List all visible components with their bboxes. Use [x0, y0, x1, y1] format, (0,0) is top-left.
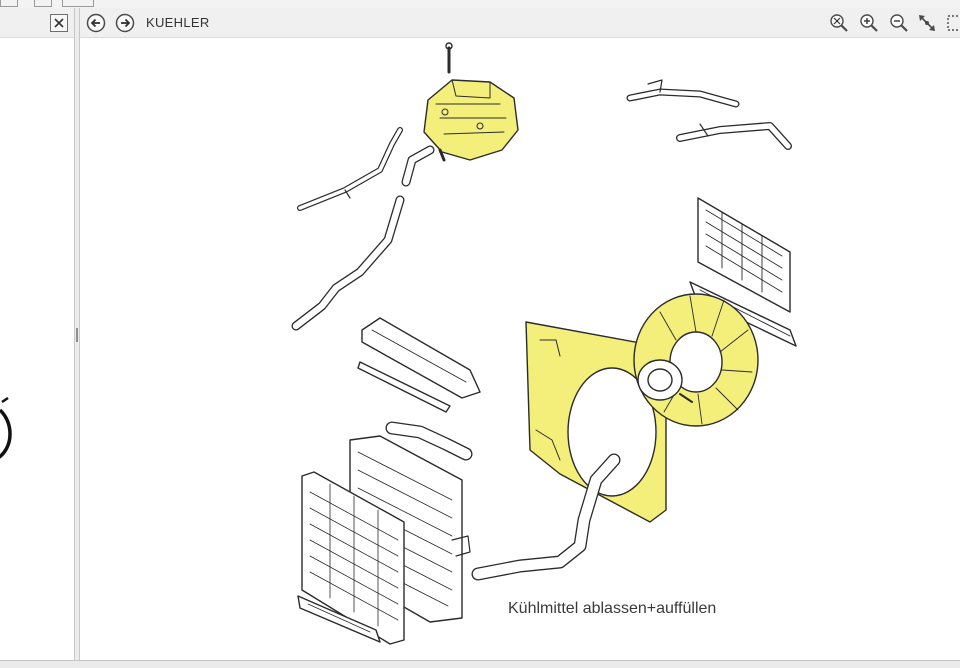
- selection-icon: [947, 15, 960, 31]
- fan-blade-part[interactable]: [633, 293, 759, 427]
- radiator-exploded-view: [291, 42, 797, 645]
- forward-button[interactable]: [114, 12, 136, 34]
- status-bar: [0, 660, 960, 668]
- diagram-title: KUEHLER: [146, 15, 210, 30]
- fan-clutch-part[interactable]: [637, 359, 693, 403]
- zoom-in-button[interactable]: [858, 12, 880, 34]
- selection-button[interactable]: [944, 12, 960, 34]
- zoom-out-button[interactable]: [888, 12, 910, 34]
- condenser-part[interactable]: [301, 471, 405, 645]
- zoom-fit-button[interactable]: [828, 12, 850, 34]
- left-panel: [0, 8, 74, 660]
- close-icon: [54, 18, 64, 28]
- left-panel-header: [0, 8, 74, 38]
- top-toolbar-remnant: [0, 0, 960, 8]
- viewer-toolbar: KUEHLER: [80, 8, 960, 38]
- zoom-out-icon: [890, 14, 908, 32]
- splitter-grip[interactable]: [76, 328, 78, 342]
- pan-button[interactable]: [916, 12, 938, 34]
- fan-shroud-part[interactable]: [525, 321, 667, 523]
- arrow-right-circle-icon: [115, 13, 135, 33]
- zoom-fit-icon: [830, 14, 848, 32]
- left-panel-content: [0, 38, 74, 660]
- procedure-caption-link[interactable]: Kühlmittel ablassen+auffüllen: [508, 600, 717, 617]
- air-duct-bracket-part[interactable]: [357, 317, 481, 413]
- back-button[interactable]: [85, 12, 107, 34]
- pan-icon: [919, 15, 935, 31]
- toolbar-button-partial[interactable]: [34, 0, 52, 7]
- zoom-in-icon: [860, 14, 878, 32]
- toolbar-button-partial[interactable]: [0, 0, 18, 7]
- arrow-left-circle-icon: [86, 13, 106, 33]
- panel-splitter[interactable]: [74, 8, 80, 660]
- toolbar-button-partial[interactable]: [62, 0, 94, 7]
- diagram-viewer: KUEHLER: [80, 8, 960, 660]
- cropped-illustration-fragment: [0, 396, 12, 459]
- expansion-tank-part[interactable]: [423, 42, 519, 162]
- drawing-canvas[interactable]: [80, 38, 960, 660]
- close-panel-button[interactable]: [50, 14, 68, 32]
